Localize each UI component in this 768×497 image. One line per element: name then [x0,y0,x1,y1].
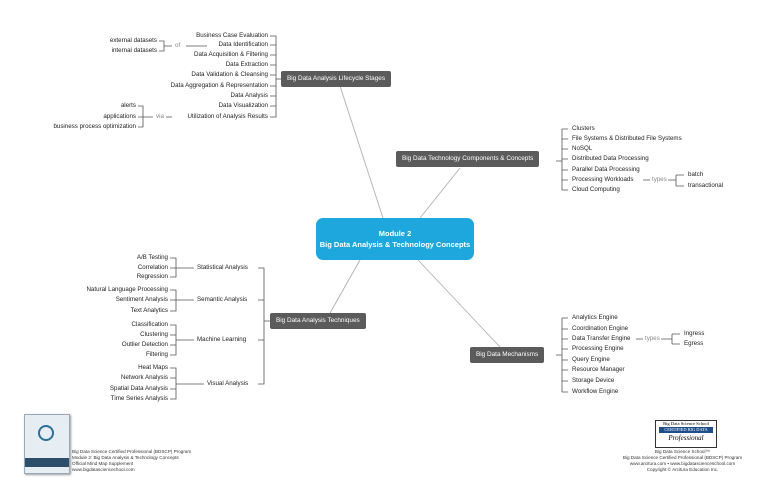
via-item: applications [103,113,136,120]
central-topic-line1: Module 2 [378,229,412,238]
central-topic: Module 2 Big Data Analysis & Technology … [316,218,474,260]
types-connector-label: types [645,335,660,342]
branch-technology: Big Data Technology Components & Concept… [396,151,540,167]
technique-item: Filtering [145,351,168,358]
lifecycle-item: Utilization of Analysis Results [187,113,268,120]
branch-mechanisms: Big Data Mechanisms [470,347,545,363]
mechanism-item: Coordination Engine [572,325,629,332]
footer-right-line: www.arcitura.com • www.bigdatasciencesch… [629,461,736,466]
workload-type: transactional [688,182,724,189]
seal-icon [38,425,54,441]
footer-right-line: Big Data Science School™ [654,449,711,454]
branch-lifecycle: Big Data Analysis Lifecycle Stages [281,71,392,87]
technology-item: Cloud Computing [572,186,620,193]
footer-right-line: Big Data Science Certified Professional … [622,455,743,460]
of-item: internal datasets [111,47,157,54]
via-item: alerts [120,102,136,109]
via-item: business process optimization [53,123,136,130]
lifecycle-item: Data Validation & Cleansing [191,71,268,78]
certification-badge: Big Data Science School CERTIFIED BIG DA… [655,420,717,448]
lifecycle-item: Data Analysis [230,92,269,99]
transfer-type: Egress [684,340,704,347]
badge-top-text: Big Data Science School [663,421,709,426]
technique-item: Natural Language Processing [86,286,168,293]
technique-item: Sentiment Analysis [115,296,168,303]
footer-left-line: Official Mind Map Supplement [72,461,134,466]
technique-item: Network Analysis [120,374,168,381]
footer-right-line: Copyright © Arcitura Education Inc. [646,467,719,472]
technology-item: Parallel Data Processing [572,166,640,173]
lifecycle-item: Business Case Evaluation [196,32,268,39]
technology-item: NoSQL [572,145,593,152]
mechanism-item: Query Engine [572,356,610,363]
technique-item: Classification [131,321,168,328]
technology-item: Processing Workloads [572,176,634,183]
transfer-type: Ingress [684,330,705,337]
mechanism-item: Analytics Engine [572,314,618,321]
central-topic-line2: Big Data Analysis & Technology Concepts [319,240,471,249]
technique-item: Text Analytics [130,307,168,314]
technique-item: Heat Maps [138,364,168,371]
mechanism-item: Data Transfer Engine [572,335,631,342]
mechanism-item: Resource Manager [572,366,625,373]
lifecycle-item: Data Visualization [218,102,268,109]
technology-item: Clusters [572,125,595,132]
mechanism-item: Processing Engine [572,345,624,352]
book-band [25,458,69,467]
technique-item: Regression [136,273,168,280]
mechanism-item: Storage Device [572,377,615,384]
badge-middle-text: CERTIFIED BIG DATA [659,427,713,433]
mechanism-item: Workflow Engine [572,388,619,395]
technology-item: File Systems & Distributed File Systems [572,135,682,142]
technique-item: A/B Testing [136,254,168,261]
technique-item: Time Series Analysis [110,395,168,402]
technique-group-label: Semantic Analysis [197,296,248,303]
technique-item: Spatial Data Analysis [109,385,168,392]
branch-techniques: Big Data Analysis Techniques [270,313,366,329]
of-connector-label: of [175,42,181,49]
types-connector-label: types [652,176,667,183]
technique-group-label: Visual Analysis [207,380,249,387]
technology-item: Distributed Data Processing [572,155,649,162]
lifecycle-item: Data Acquisition & Filtering [194,51,268,58]
lifecycle-item: Data Extraction [225,61,268,68]
workload-type: batch [688,171,704,178]
footer-left-line: Module 2: Big Data Analysis & Technology… [72,455,179,460]
technique-group-label: Statistical Analysis [197,264,248,271]
technique-group-label: Machine Learning [197,336,247,343]
lifecycle-item: Data Identification [218,41,268,48]
footer-left-line: Big Data Science Certified Professional … [72,449,192,454]
technique-item: Outlier Detection [121,341,168,348]
technique-item: Clustering [140,331,168,338]
footer-left-line: www.bigdatasciencechool.com [72,467,135,472]
course-book-image [24,414,70,474]
lifecycle-item: Data Aggregation & Representation [170,82,268,89]
technique-item: Correlation [137,264,168,271]
of-item: external datasets [109,37,157,44]
via-connector-label: via [156,113,164,120]
badge-bottom-text: Professional [668,434,704,442]
